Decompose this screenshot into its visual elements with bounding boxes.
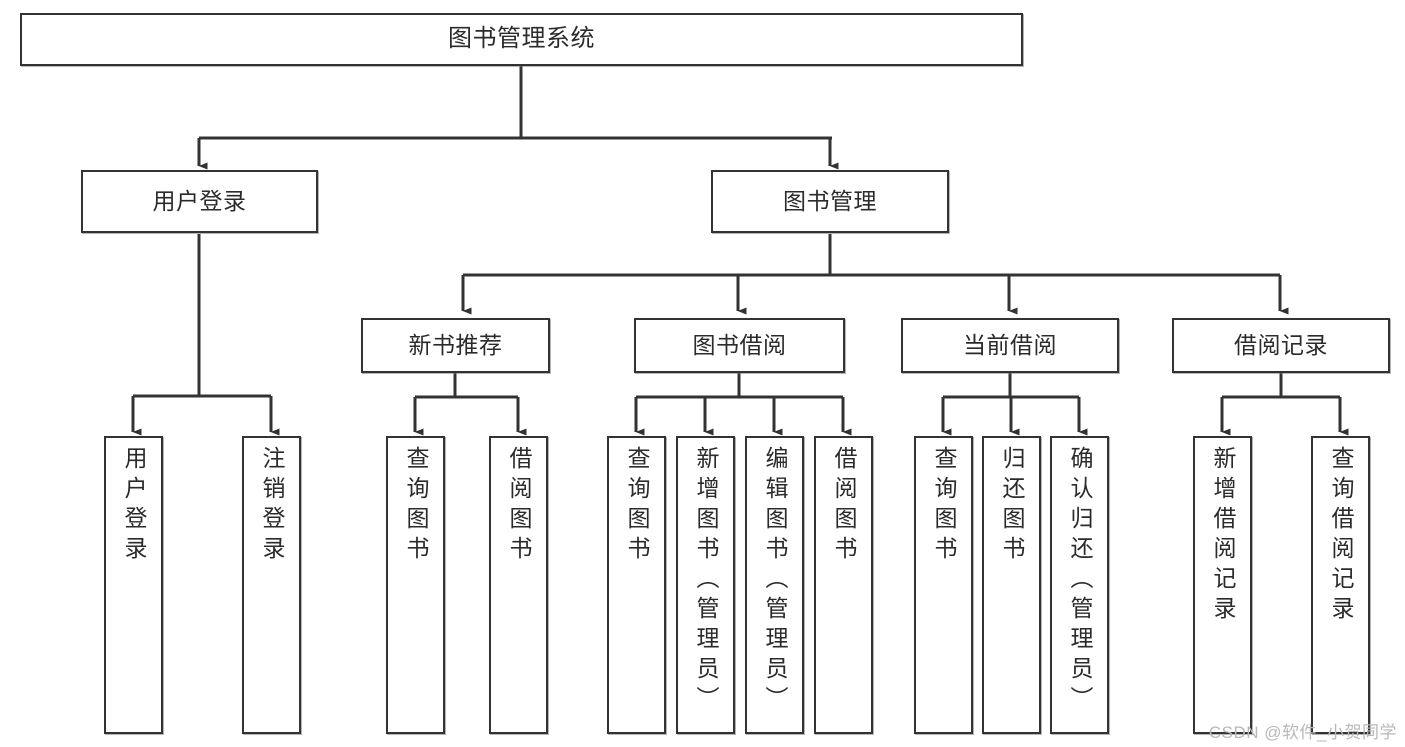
node-label: 图书管理系统 [448,25,595,53]
node-label: 新增图书（管理员） [693,446,719,716]
leaf-current-borrow-return-book[interactable]: 归还图书 [982,436,1041,734]
node-label: 用户登录 [121,446,147,566]
node-book-management[interactable]: 图书管理 [711,170,949,233]
node-label: 借阅图书 [831,446,857,566]
node-label: 归还图书 [999,446,1025,566]
node-label: 图书借阅 [692,331,787,358]
node-label: 查询图书 [931,446,957,566]
leaf-current-borrow-query-book[interactable]: 查询图书 [914,436,973,734]
node-label: 借阅记录 [1234,331,1328,358]
leaf-borrow-record-add-record[interactable]: 新增借阅记录 [1193,436,1252,734]
leaf-current-borrow-confirm-return-admin[interactable]: 确认归还（管理员） [1050,436,1109,734]
leaf-new-book-query-book[interactable]: 查询图书 [386,436,445,734]
node-root-book-management-system[interactable]: 图书管理系统 [20,13,1023,66]
node-label: 新增借阅记录 [1210,446,1236,626]
leaf-book-borrow-query-book[interactable]: 查询图书 [607,436,666,734]
node-current-borrow[interactable]: 当前借阅 [901,318,1119,373]
leaf-book-borrow-edit-book-admin[interactable]: 编辑图书（管理员） [745,436,804,734]
node-label: 查询借阅记录 [1328,446,1354,626]
leaf-user-login-logout[interactable]: 注销登录 [242,436,301,734]
node-book-borrow[interactable]: 图书借阅 [634,318,845,373]
node-borrow-record[interactable]: 借阅记录 [1172,318,1390,373]
node-label: 借阅图书 [506,446,532,566]
leaf-new-book-borrow-book[interactable]: 借阅图书 [489,436,548,734]
node-label: 新书推荐 [408,331,503,358]
leaf-book-borrow-add-book-admin[interactable]: 新增图书（管理员） [676,436,735,734]
node-label: 确认归还（管理员） [1067,446,1093,716]
node-label: 用户登录 [152,187,247,214]
node-label: 图书管理 [783,187,877,214]
leaf-user-login-login[interactable]: 用户登录 [104,436,163,734]
leaf-borrow-record-query-record[interactable]: 查询借阅记录 [1311,436,1370,734]
node-label: 查询图书 [403,446,429,566]
node-label: 编辑图书（管理员） [762,446,788,716]
node-label: 当前借阅 [963,331,1057,358]
csdn-watermark: CSDN @软件_小贺同学 [1208,723,1397,742]
node-label: 查询图书 [624,446,650,566]
node-new-book-recommend[interactable]: 新书推荐 [361,318,550,373]
node-label: 注销登录 [259,446,285,566]
leaf-book-borrow-borrow-book[interactable]: 借阅图书 [814,436,873,734]
node-user-login[interactable]: 用户登录 [81,170,318,233]
